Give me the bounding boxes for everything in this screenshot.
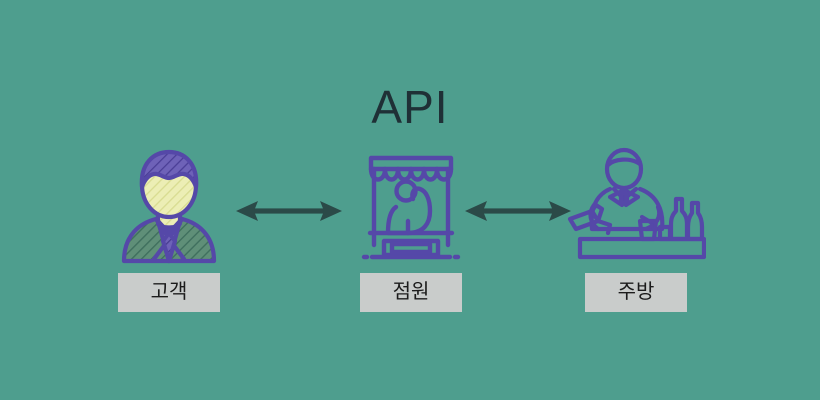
node-customer[interactable]: 고객 [79, 145, 259, 312]
node-kitchen-label: 주방 [585, 273, 687, 312]
node-kitchen[interactable]: 주방 [546, 145, 726, 312]
node-clerk[interactable]: 점원 [321, 145, 501, 312]
node-customer-label: 고객 [118, 273, 220, 312]
businessman-icon [79, 145, 259, 265]
double-arrow-icon-clerk-kitchen [463, 196, 573, 226]
page-title: API [371, 81, 449, 133]
market-stall-icon [321, 145, 501, 265]
double-arrow-icon-customer-clerk [234, 196, 344, 226]
node-clerk-label: 점원 [360, 273, 462, 312]
bartender-icon [546, 145, 726, 265]
